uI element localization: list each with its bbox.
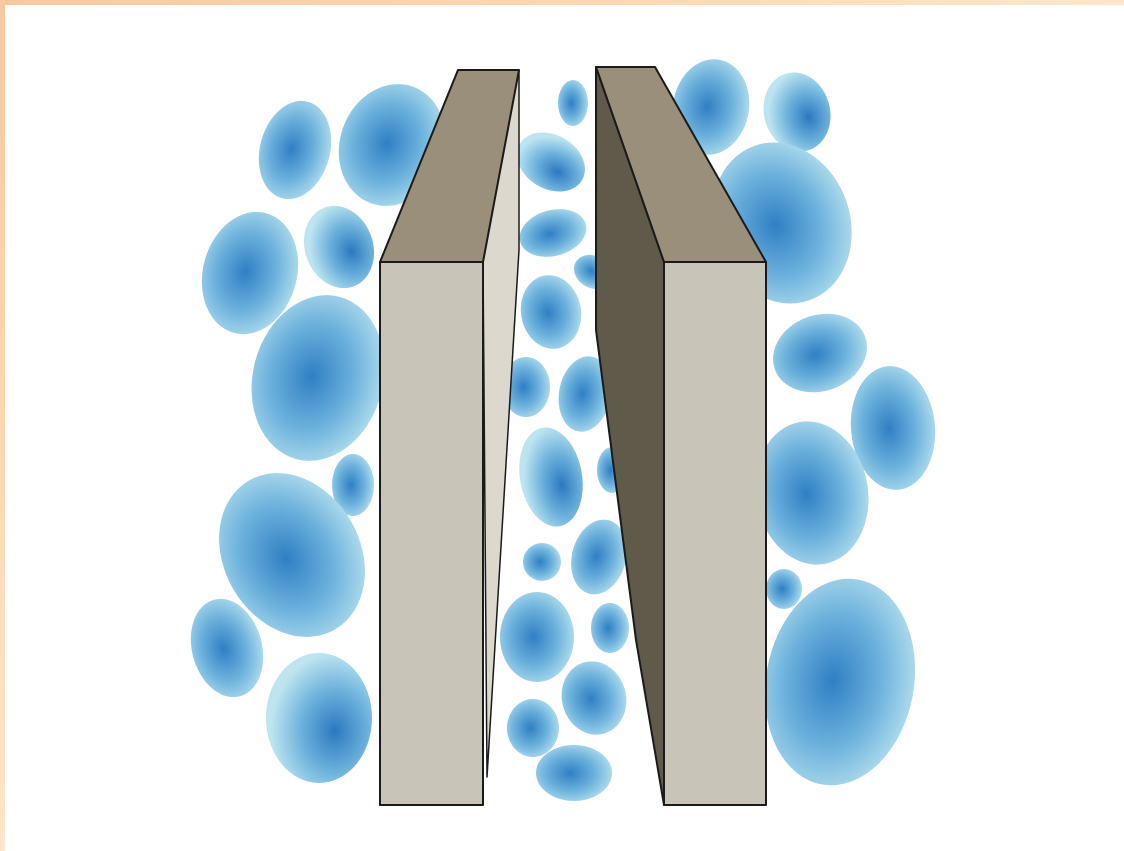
particle-icon (248, 93, 341, 208)
particle-icon (500, 592, 574, 682)
particle-icon (266, 653, 372, 783)
particle-icon (507, 699, 559, 757)
particle-icon (523, 543, 561, 581)
left-plate-front-face (380, 262, 483, 805)
particle-icon (554, 654, 635, 742)
particle-icon (558, 80, 588, 126)
particle-icon (591, 603, 629, 653)
particle-icon (515, 270, 587, 353)
particle-icon (514, 202, 592, 264)
particle-icon (536, 745, 612, 801)
particle-icon (766, 569, 802, 609)
particle-icon (293, 196, 386, 298)
right-plate-front-face (664, 262, 766, 805)
particle-icon (512, 422, 590, 531)
